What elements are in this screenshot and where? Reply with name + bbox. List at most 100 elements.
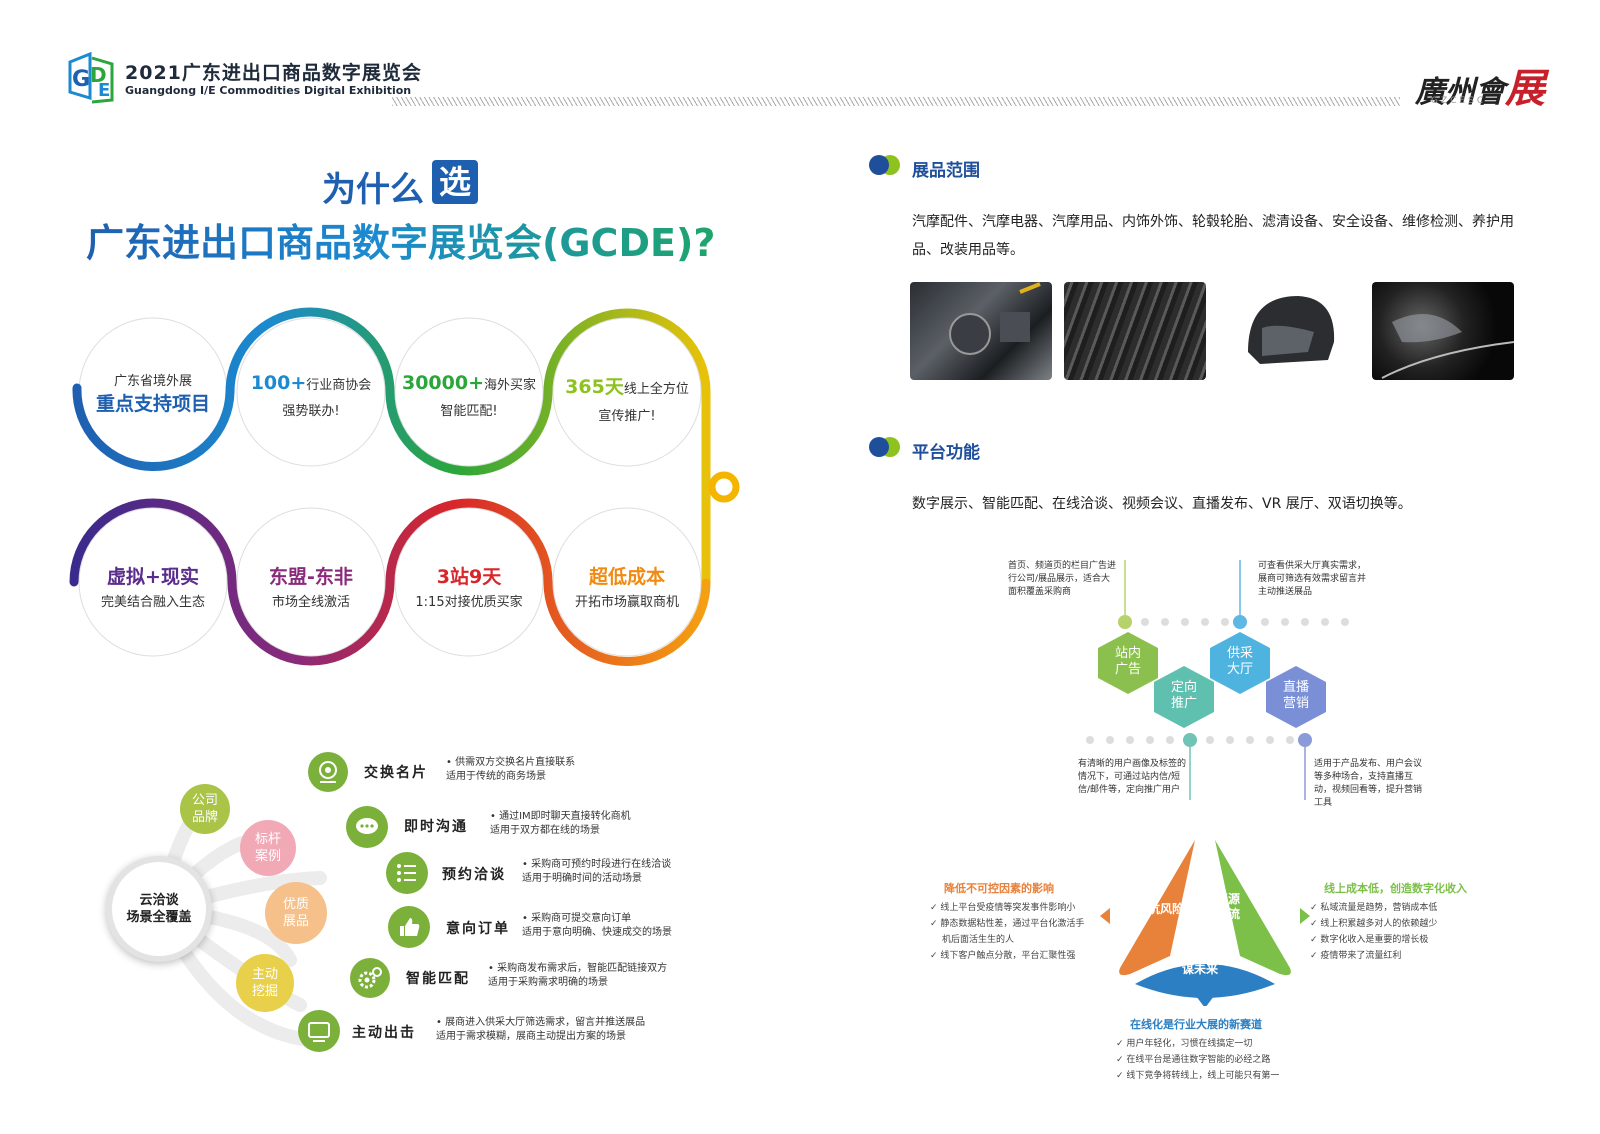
tri-bottom-title: 在线化是行业大展的新赛道: [1130, 1018, 1262, 1031]
circle-4-after: 线上全方位: [623, 382, 689, 397]
tri-left-item: 机后面活生生的人: [942, 935, 1015, 945]
header-title-en: Guangdong I/E Commodities Digital Exhibi…: [125, 84, 412, 97]
tri-right-item: 数字化收入是重要的增长极: [1320, 935, 1429, 945]
circle-7: 3站9天 1:15对接优质买家: [394, 562, 544, 610]
feature-2-title: 即时沟通: [404, 819, 468, 835]
headlight-icon: [1381, 314, 1514, 379]
gear-icon: [350, 958, 390, 998]
engine-photo: [910, 282, 1052, 380]
feature-1-desc1: 供需双方交换名片直接联系: [455, 757, 576, 768]
bubble-mining: 主动 挖掘: [236, 954, 294, 1012]
feature-3-desc: • 采购商可预约时段进行在线洽谈适用于明确时间的活动场景: [522, 859, 672, 884]
triangle-diagram: [1100, 840, 1310, 1006]
hero-line1-box: 选: [432, 160, 478, 204]
feature-6-desc: • 展商进入供采大厅筛选需求，留言并推送展品适用于需求模糊，展商主动提出方案的场…: [436, 1017, 646, 1042]
tri-right-label: 开源 节流: [1216, 892, 1241, 921]
thumbs-up-icon: [388, 906, 430, 948]
note-hall: 可查看供采大厅真实需求，展商可筛选有效需求留言并主动推送展品: [1258, 561, 1367, 597]
svg-text:G: G: [72, 67, 90, 92]
feature-6-desc1: 展商进入供采大厅筛选需求，留言并推送展品: [445, 1017, 646, 1028]
circle-1: 广东省境外展 重点支持项目: [78, 370, 228, 416]
circle-8-post: 开拓市场赢取商机: [574, 595, 679, 610]
products-title: 展品范围: [912, 161, 980, 181]
tri-bottom-label: 谋未来: [1182, 962, 1219, 976]
serpentine-path: [69, 307, 740, 666]
svg-text:E: E: [98, 80, 110, 101]
gzcesc-brand-logo: 廣州會展 GZCESC: [1415, 56, 1545, 112]
circle-2-big: 100+: [250, 372, 307, 394]
feature-2-desc: • 通过IM即时聊天直接转化商机适用于双方都在线的场景: [490, 811, 631, 836]
scene-center: 云洽谈 场景全覆盖: [106, 856, 212, 962]
circle-6-big: 东盟-东非: [269, 566, 353, 588]
circle-3-post: 智能匹配!: [440, 404, 498, 419]
brand-en: GZCESC: [1431, 96, 1487, 106]
hex-label-live: 直播 营销: [1282, 680, 1309, 711]
circle-8: 超低成本 开拓市场赢取商机: [552, 562, 702, 610]
gcde-logo-icon: G D E: [68, 52, 114, 104]
tri-right-item: 线上积累越多对人的依赖越少: [1320, 919, 1438, 929]
bubble-product: 优质 展品: [265, 882, 327, 944]
tri-left-item: 静态数据粘性差，通过平台化激活手: [940, 919, 1085, 929]
tri-bottom-item: 线下竞争将转线上，线上可能只有第一: [1126, 1071, 1280, 1081]
feature-4-desc2: 适用于意向明确、快速成交的场景: [522, 927, 672, 938]
feature-1-title: 交换名片: [364, 765, 428, 781]
note-targeted: 有清晰的用户画像及标签的情况下，可通过站内信/短信/邮件等，定向推广用户: [1078, 759, 1187, 795]
helmet-photo: [1218, 282, 1360, 380]
note-live: 适用于产品发布、用户会议等多种场合，支持直播互动，视频回看等，提升营销工具: [1314, 759, 1423, 808]
circle-4-big: 365天: [565, 376, 624, 398]
circle-5-big: 虚拟+现实: [107, 566, 199, 588]
header-title-cn: 2021广东进出口商品数字展览会: [125, 62, 422, 84]
bubble-brand: 公司 品牌: [180, 784, 230, 834]
products-text: 汽摩配件、汽摩电器、汽摩用品、内饰外饰、轮毂轮胎、滤清设备、安全设备、维修检测、…: [912, 214, 1514, 258]
circle-5: 虚拟+现实 完美结合融入生态: [78, 562, 228, 610]
svg-text:D: D: [90, 63, 107, 87]
hex-diagram: [1086, 560, 1349, 800]
monitor-icon: [298, 1010, 340, 1052]
tri-left-label: 抗风险: [1148, 902, 1185, 916]
platform-text: 数字展示、智能匹配、在线洽谈、视频会议、直播发布、VR 展厅、双语切换等。: [912, 496, 1412, 512]
circle-4-post: 宣传推广!: [598, 409, 656, 424]
circle-2-after: 行业商协会: [306, 378, 372, 393]
helmet-icon: [1248, 296, 1335, 364]
feature-5-desc1: 采购商发布需求后，智能匹配链接双方: [497, 963, 668, 974]
engine-icon: [949, 282, 1041, 355]
chat-icon: [346, 806, 388, 848]
tri-right-item: 疫情带来了流量红利: [1320, 951, 1402, 961]
feature-1-desc2: 适用于传统的商务场景: [446, 771, 546, 782]
feature-3-desc2: 适用于明确时间的活动场景: [522, 873, 642, 884]
circle-3: 30000+海外买家 智能匹配!: [394, 372, 544, 419]
circle-3-after: 海外买家: [484, 378, 537, 393]
headlight-photo: [1372, 282, 1514, 380]
feature-4-desc: • 采购商可提交意向订单适用于意向明确、快速成交的场景: [522, 913, 672, 938]
feature-5-title: 智能匹配: [406, 971, 470, 987]
circle-8-big: 超低成本: [588, 566, 665, 588]
brand-cn-b: 展: [1505, 65, 1545, 112]
hex-label-ad: 站内 广告: [1114, 646, 1141, 677]
feature-5-desc2: 适用于采购需求明确的场景: [488, 977, 608, 988]
feature-6-title: 主动出击: [352, 1025, 416, 1041]
tri-left-title: 降低不可控因素的影响: [944, 882, 1054, 895]
tri-right-title: 线上成本低，创造数字化收入: [1324, 882, 1467, 895]
circle-4: 365天线上全方位 宣传推广!: [552, 372, 702, 424]
hero-line2: 广东进出口商品数字展览会(GCDE)?: [86, 212, 715, 267]
bubble-case: 标杆 案例: [240, 820, 296, 876]
tire-photo: [1064, 282, 1206, 380]
platform-title: 平台功能: [912, 443, 980, 463]
tri-right-item: 私域流量是趋势，营销成本低: [1320, 903, 1438, 913]
note-ad: 首页、频道页的栏目广告进行公司/展品展示，适合大面积覆盖采购商: [1008, 561, 1117, 597]
feature-2-desc2: 适用于双方都在线的场景: [490, 825, 600, 836]
circle-3-big: 30000+: [401, 372, 484, 394]
hex-label-hall: 供采 大厅: [1226, 646, 1253, 677]
hero-line1: 为什么: [322, 170, 424, 210]
feature-5-desc: • 采购商发布需求后，智能匹配链接双方适用于采购需求明确的场景: [488, 963, 668, 988]
section-bullet-icon: [869, 155, 900, 175]
feature-2-desc1: 通过IM即时聊天直接转化商机: [499, 811, 631, 822]
circle-2: 100+行业商协会 强势联办!: [236, 372, 386, 419]
circle-6: 东盟-东非 市场全线激活: [236, 562, 386, 610]
feature-4-title: 意向订单: [446, 921, 510, 937]
feature-6-desc2: 适用于需求模糊，展商主动提出方案的场景: [436, 1031, 626, 1042]
checklist-icon: [386, 852, 428, 894]
tri-bottom-item: 在线平台是通往数字智能的必经之路: [1126, 1055, 1271, 1065]
feature-3-desc1: 采购商可预约时段进行在线洽谈: [531, 859, 672, 870]
tri-left-list: ✓ 线上平台受疫情等突发事件影响小 ✓ 静态数据粘性差，通过平台化激活手 机后面…: [930, 903, 1085, 961]
